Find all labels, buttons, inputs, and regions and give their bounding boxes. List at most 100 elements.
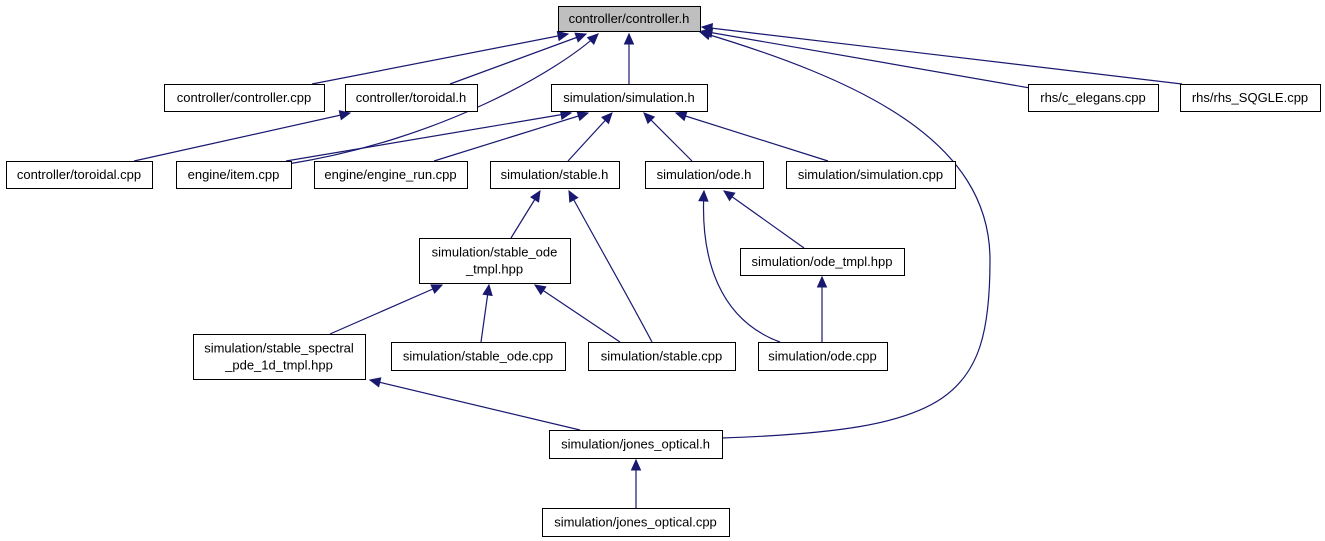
edge-stable-cpp-to-stable-h — [568, 190, 653, 343]
node-box — [490, 161, 620, 189]
node-box — [391, 342, 566, 371]
nodes-layer: controller/controller.h controller/contro… — [6, 6, 1321, 537]
node-label: simulation/stable_ode.cpp — [403, 349, 553, 364]
node-label: simulation/jones_optical.h — [561, 437, 710, 452]
edge-jones-optical-h-to-controller-h — [699, 31, 991, 439]
edge-stable-spectral-to-stable-ode-tmpl — [329, 284, 443, 335]
edge-engine-run-to-simulation-h — [433, 112, 589, 162]
node-label: engine/item.cpp — [188, 167, 280, 182]
edge-ode-tmpl-to-ode-h — [723, 190, 805, 249]
node-box — [558, 6, 701, 32]
node-label: simulation/ode_tmpl.hpp — [752, 254, 893, 269]
node-box — [193, 334, 366, 380]
node-box — [1028, 84, 1159, 112]
edge-stable-cpp-to-stable-ode-tmpl-arrowhead — [533, 284, 547, 296]
edge-toroidal-cpp-to-toroidal-h — [133, 112, 351, 162]
edge-stable-h-to-simulation-h-arrowhead — [601, 112, 613, 125]
edge-engine-run-to-simulation-h-arrowhead — [576, 111, 590, 122]
node-label: simulation/stable.cpp — [601, 349, 722, 364]
node-ode-cpp[interactable]: simulation/ode.cpp — [758, 342, 888, 371]
edge-stable-h-to-simulation-h — [567, 112, 613, 162]
edge-stable-cpp-to-stable-h-arrowhead — [568, 189, 579, 203]
node-label: simulation/simulation.cpp — [798, 167, 943, 182]
node-label: simulation/ode.h — [657, 167, 752, 182]
node-controller-cpp[interactable]: controller/controller.cpp — [164, 84, 325, 112]
edge-ode-h-to-simulation-h — [643, 112, 693, 162]
edge-simulation-cpp-to-simulation-h-arrowhead — [674, 111, 688, 122]
edge-ode-tmpl-to-ode-h-arrowhead — [723, 190, 736, 202]
node-label: controller/toroidal.cpp — [17, 167, 141, 182]
node-label: controller/toroidal.h — [356, 90, 467, 105]
node-box — [551, 84, 708, 112]
edge-rhs-sqgle-to-controller-h-arrowhead — [700, 23, 714, 34]
node-stable-cpp[interactable]: simulation/stable.cpp — [588, 342, 736, 371]
node-stable-ode-cpp[interactable]: simulation/stable_ode.cpp — [391, 342, 566, 371]
node-ode-h[interactable]: simulation/ode.h — [645, 161, 764, 189]
node-jones-optical-h[interactable]: simulation/jones_optical.h — [549, 430, 723, 459]
node-stable-h[interactable]: simulation/stable.h — [490, 161, 620, 189]
edge-stable-ode-cpp-to-stable-ode-tmpl-arrowhead — [482, 283, 493, 297]
edge-toroidal-h-to-controller-h — [449, 33, 587, 85]
node-label: controller/controller.h — [569, 11, 690, 26]
node-box — [1180, 84, 1321, 112]
edges-layer — [133, 23, 1183, 508]
node-box — [345, 84, 478, 112]
edge-item-cpp-to-simulation-h — [285, 112, 572, 162]
node-label: _pde_1d_tmpl.hpp — [224, 358, 333, 373]
node-ode-tmpl[interactable]: simulation/ode_tmpl.hpp — [740, 248, 905, 276]
node-label: simulation/stable_ode — [432, 245, 558, 260]
node-toroidal-cpp[interactable]: controller/toroidal.cpp — [6, 161, 153, 189]
node-controller-h: controller/controller.h — [558, 6, 701, 32]
node-item-cpp[interactable]: engine/item.cpp — [176, 161, 292, 189]
edge-toroidal-cpp-to-toroidal-h-arrowhead — [338, 110, 352, 121]
node-label: rhs/rhs_SQGLE.cpp — [1192, 90, 1308, 105]
node-box — [419, 238, 571, 284]
node-box — [176, 161, 292, 189]
node-label: simulation/simulation.h — [563, 90, 695, 105]
node-label: simulation/jones_optical.cpp — [554, 515, 717, 530]
edge-jones-optical-h-to-stable-spectral — [369, 379, 581, 431]
edge-stable-cpp-to-stable-ode-tmpl — [534, 284, 621, 343]
node-box — [542, 508, 730, 537]
edge-ode-cpp-to-ode-h — [702, 190, 781, 343]
edge-ode-cpp-to-ode-tmpl-arrowhead — [816, 275, 828, 288]
node-box — [740, 248, 905, 276]
node-simulation-h[interactable]: simulation/simulation.h — [551, 84, 708, 112]
edge-ode-cpp-to-ode-h-arrowhead — [698, 189, 709, 202]
node-jones-optical-cpp[interactable]: simulation/jones_optical.cpp — [542, 508, 730, 537]
node-box — [645, 161, 764, 189]
node-rhs-sqgle[interactable]: rhs/rhs_SQGLE.cpp — [1180, 84, 1321, 112]
node-label: simulation/stable_spectral — [204, 341, 354, 356]
node-label: rhs/c_elegans.cpp — [1040, 90, 1146, 105]
edge-item-cpp-to-controller-h-arrowhead — [586, 33, 599, 46]
edge-controller-cpp-to-controller-h — [311, 33, 569, 85]
node-label: simulation/ode.cpp — [768, 349, 876, 364]
node-stable-ode-tmpl[interactable]: simulation/stable_ode _tmpl.hpp — [419, 238, 571, 284]
edge-rhs-sqgle-to-controller-h — [701, 26, 1183, 85]
edge-item-cpp-to-controller-h — [287, 33, 599, 165]
edge-controller-cpp-to-controller-h-arrowhead — [556, 30, 570, 42]
node-box — [6, 161, 153, 189]
node-stable-spectral[interactable]: simulation/stable_spectral _pde_1d_tmpl.h… — [193, 334, 366, 380]
node-simulation-cpp[interactable]: simulation/simulation.cpp — [786, 161, 956, 189]
node-label: simulation/stable.h — [501, 167, 609, 182]
node-c-elegans[interactable]: rhs/c_elegans.cpp — [1028, 84, 1159, 112]
node-engine-run[interactable]: engine/engine_run.cpp — [314, 161, 468, 189]
edge-stable-spectral-to-stable-ode-tmpl-arrowhead — [430, 284, 444, 295]
node-box — [164, 84, 325, 112]
edge-jones-optical-h-to-stable-spectral-arrowhead — [368, 377, 382, 388]
edge-jones-optical-cpp-to-jones-optical-h-arrowhead — [630, 458, 642, 471]
edge-simulation-cpp-to-simulation-h — [675, 112, 829, 162]
edge-c-elegans-to-controller-h — [701, 30, 1031, 89]
edge-ode-h-to-simulation-h-arrowhead — [643, 112, 656, 125]
node-toroidal-h[interactable]: controller/toroidal.h — [345, 84, 478, 112]
node-label: engine/engine_run.cpp — [324, 167, 456, 182]
node-box — [588, 342, 736, 371]
node-box — [786, 161, 956, 189]
node-label: _tmpl.hpp — [465, 262, 523, 277]
edge-toroidal-h-to-controller-h-arrowhead — [574, 32, 588, 43]
node-box — [314, 161, 468, 189]
edge-simulation-h-to-controller-h-arrowhead — [623, 32, 635, 45]
edge-stable-ode-tmpl-to-stable-h-arrowhead — [529, 189, 541, 203]
